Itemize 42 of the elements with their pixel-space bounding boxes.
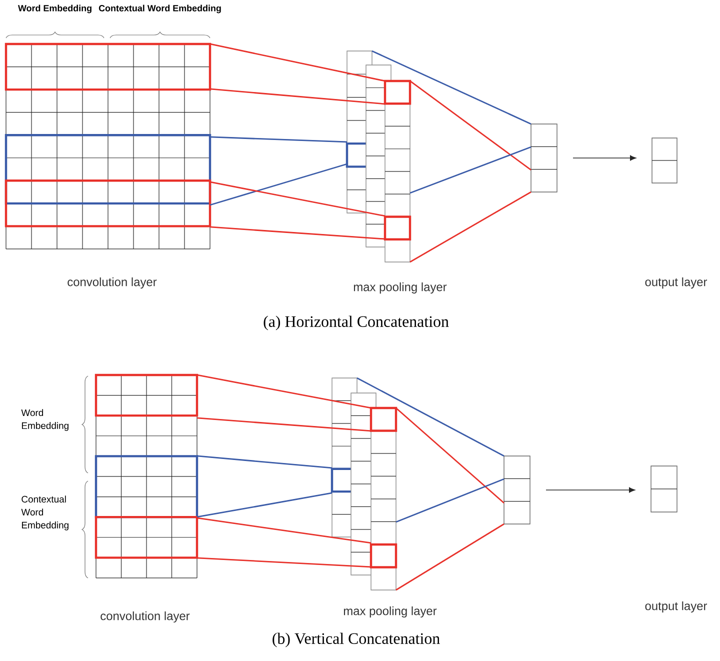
connection-line — [196, 517, 372, 544]
layer-label: convolution layer — [68, 277, 157, 289]
connection-line — [196, 417, 372, 432]
subfigure-caption: (b) Vertical Concatenation — [272, 632, 440, 648]
connection-line — [210, 226, 386, 240]
embedding-label: Contextual Word Embedding — [21, 496, 68, 530]
layer-label: convolution layer — [100, 611, 190, 623]
connection-line — [196, 492, 332, 518]
vector-box — [652, 138, 678, 184]
convolution-grid — [4, 42, 212, 250]
pooling-columns — [346, 50, 412, 262]
connection-line — [210, 181, 386, 217]
vector-box — [504, 456, 530, 524]
vector-box — [530, 124, 558, 192]
connection-line — [410, 191, 532, 263]
arrow — [546, 487, 636, 493]
connection-line — [410, 146, 532, 194]
connection-line — [196, 557, 372, 568]
connection-line — [196, 455, 332, 469]
convolution-grid — [94, 374, 198, 578]
layer-label: max pooling layer — [344, 606, 437, 618]
layer-label: output layer — [645, 277, 708, 289]
connection-line — [210, 163, 348, 206]
subfigure-caption: (a) Horizontal Concatenation — [264, 316, 449, 330]
pooling-columns — [330, 378, 398, 590]
connection-line — [396, 407, 504, 504]
connection-line — [396, 523, 504, 591]
connection-line — [356, 377, 504, 457]
connection-line — [410, 80, 532, 171]
connection-line — [210, 43, 386, 82]
connection-line — [210, 88, 386, 105]
vector-box — [650, 466, 678, 512]
layer-label: output layer — [645, 601, 708, 613]
connection-line — [396, 478, 504, 523]
connection-line — [372, 50, 532, 125]
embedding-label: Word Embedding — [18, 4, 92, 14]
arrow — [572, 155, 636, 161]
connection-line — [196, 374, 372, 409]
layer-label: max pooling layer — [354, 282, 447, 294]
embedding-label: Word Embedding — [21, 409, 68, 431]
embedding-label: Contextual Word Embedding — [98, 4, 221, 14]
connection-line — [210, 136, 348, 143]
